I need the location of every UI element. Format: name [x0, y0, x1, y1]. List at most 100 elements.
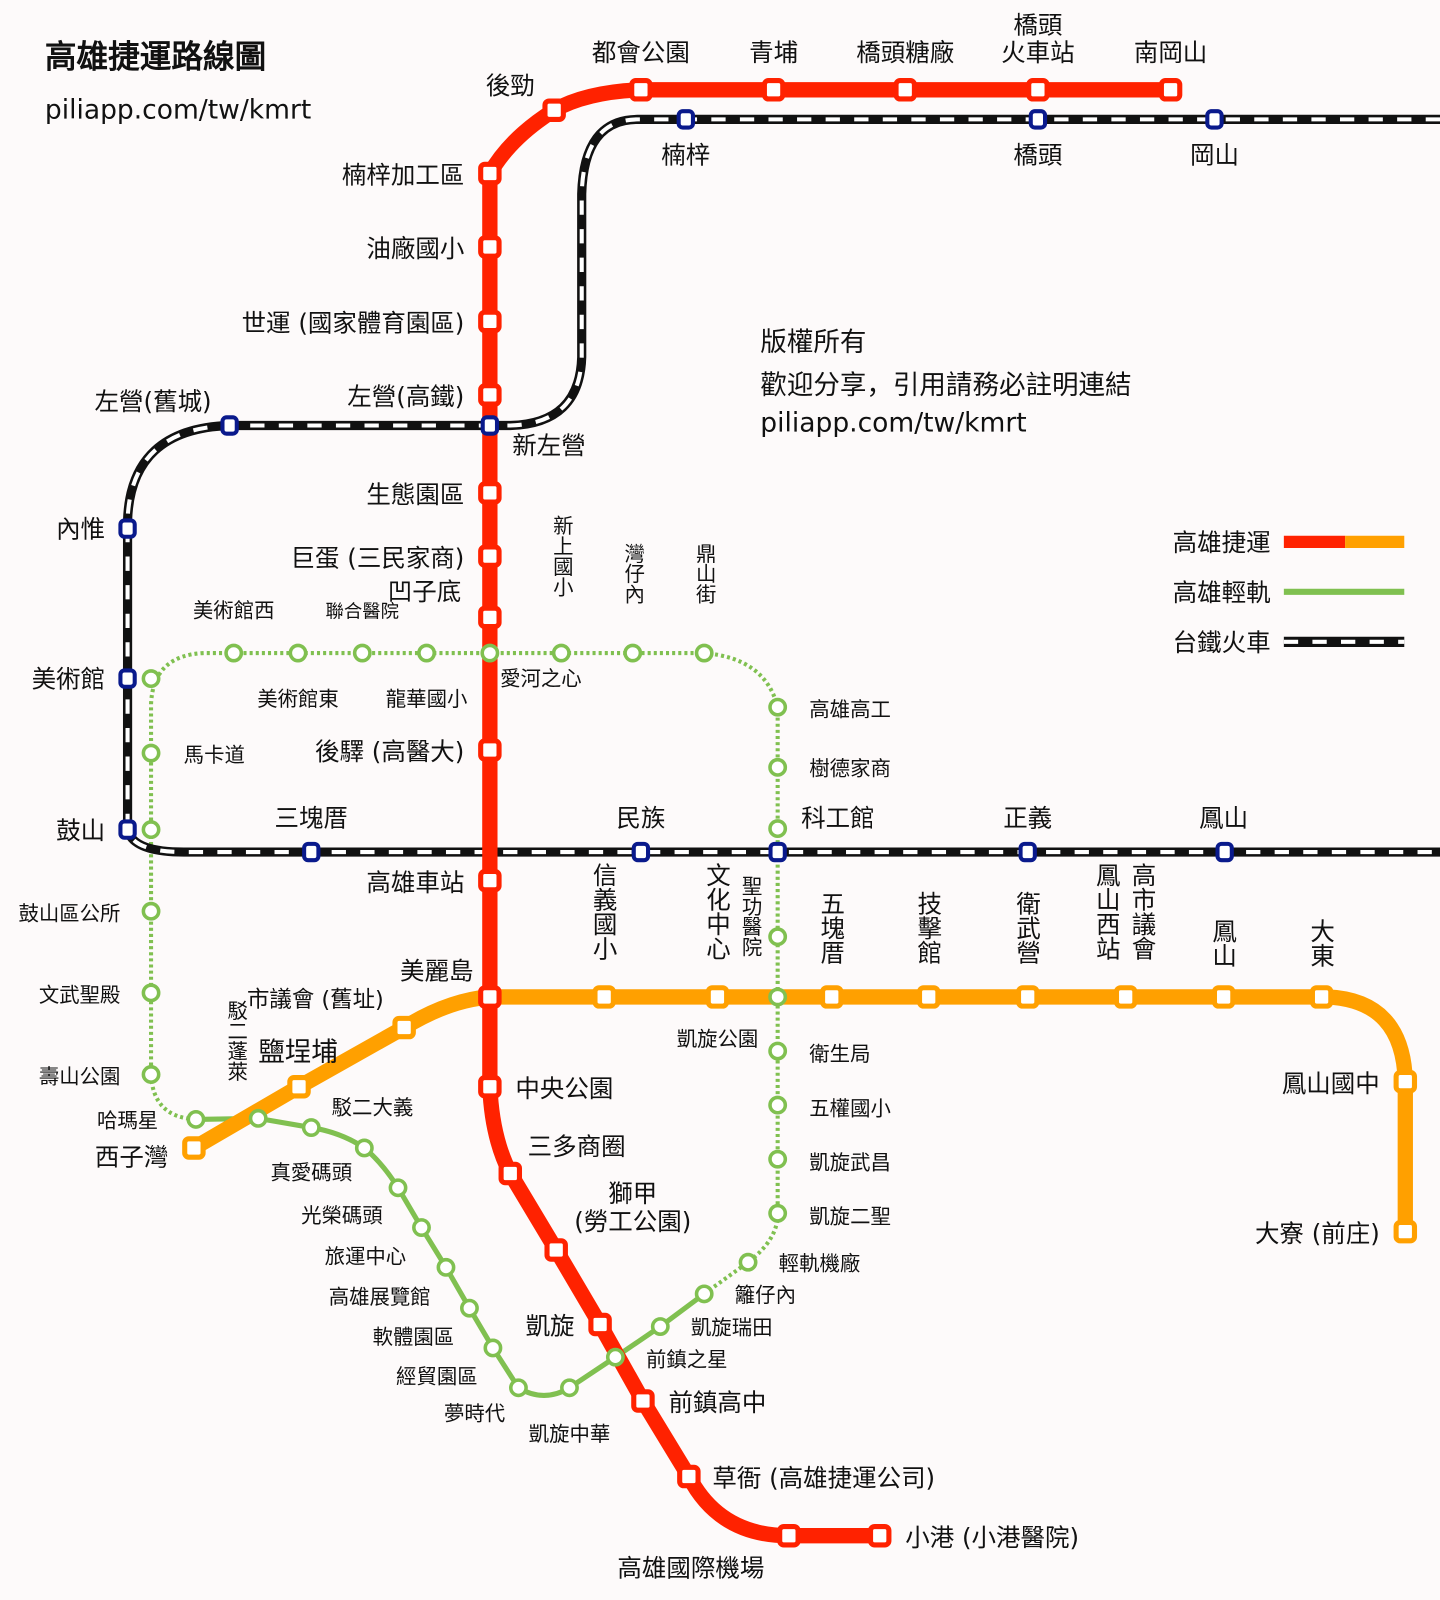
light-rail-station-marker[interactable] — [301, 1118, 321, 1137]
red-station-label[interactable]: 草衙 (高雄捷運公司) — [712, 1464, 935, 1493]
orange-station-label[interactable]: 衛武營 — [1013, 890, 1042, 964]
red-line-station-marker[interactable] — [1158, 78, 1183, 102]
lrt-station-label[interactable]: 光榮碼頭 — [301, 1203, 383, 1227]
red-line-station-marker[interactable] — [867, 1523, 892, 1548]
rail-station-marker[interactable] — [768, 841, 787, 863]
orange-station-label[interactable]: 鹽埕埔 — [258, 1037, 338, 1068]
orange-line-station-marker[interactable] — [592, 985, 616, 1009]
orange-line-station-marker[interactable] — [392, 1015, 416, 1040]
orange-line-station-marker[interactable] — [1309, 985, 1334, 1009]
light-rail-station-marker[interactable] — [560, 1378, 579, 1398]
lrt-station-label[interactable]: 凱旋瑞田 — [691, 1316, 773, 1340]
lrt-station-label[interactable]: 旅運中心 — [325, 1244, 407, 1268]
lrt-station-label[interactable]: 鼎山街 — [692, 543, 716, 604]
light-rail-station-marker[interactable] — [436, 1257, 456, 1277]
rail-station-marker[interactable] — [118, 668, 137, 689]
orange-line-station-marker[interactable] — [705, 985, 730, 1009]
orange-line-station-marker[interactable] — [1113, 985, 1138, 1009]
light-rail-station-marker[interactable] — [768, 757, 788, 777]
light-rail-station-marker[interactable] — [768, 1149, 788, 1169]
rail-station-label[interactable]: 美術館 — [32, 665, 105, 694]
red-station-label[interactable]: 橋頭火車站 — [1001, 12, 1075, 68]
orange-line-station-marker[interactable] — [916, 985, 941, 1009]
lrt-station-label[interactable]: 鼓山區公所 — [18, 901, 120, 925]
rail-station-marker[interactable] — [302, 841, 321, 863]
rail-station-label[interactable]: 鳳山 — [1199, 804, 1248, 833]
light-rail-station-marker[interactable] — [412, 1218, 431, 1237]
lrt-station-label[interactable]: 高雄高工 — [809, 697, 891, 721]
red-station-label[interactable]: 前鎮高中 — [668, 1388, 766, 1417]
orange-line-station-marker[interactable] — [182, 1136, 206, 1160]
light-rail-station-marker[interactable] — [768, 697, 788, 717]
red-line-station-marker[interactable] — [478, 738, 502, 762]
red-line-station-marker[interactable] — [478, 605, 502, 630]
lrt-station-label[interactable]: 新上國小 — [549, 515, 573, 597]
orange-station-label[interactable]: 鳳山西站 — [1093, 862, 1122, 960]
orange-station-label[interactable]: 大東 — [1307, 918, 1336, 967]
light-rail-station-marker[interactable] — [509, 1378, 528, 1398]
red-line-station-marker[interactable] — [478, 481, 502, 505]
red-line-station-marker[interactable] — [588, 1312, 612, 1337]
lrt-station-label[interactable]: 聖功醫院 — [738, 876, 762, 958]
light-rail-station-marker[interactable] — [141, 743, 161, 763]
light-rail-station-marker[interactable] — [186, 1109, 206, 1129]
light-rail-station-marker[interactable] — [141, 1065, 161, 1084]
light-rail-station-marker[interactable] — [768, 987, 788, 1007]
lrt-station-label[interactable]: 聯合醫院 — [326, 601, 399, 622]
light-rail-station-marker[interactable] — [768, 1203, 788, 1223]
red-station-label[interactable]: 楠梓加工區 — [342, 161, 464, 190]
lrt-station-label[interactable]: 龍華國小 — [386, 687, 468, 711]
red-station-label[interactable]: 美麗島 — [400, 957, 473, 986]
red-station-label[interactable]: 油廠國小 — [366, 234, 464, 263]
lrt-station-label[interactable]: 夢時代 — [444, 1401, 505, 1425]
orange-station-label[interactable]: 西子灣 — [95, 1142, 168, 1171]
red-line-station-marker[interactable] — [478, 161, 502, 186]
red-station-label[interactable]: 橋頭糖廠 — [856, 38, 954, 67]
rail-station-marker[interactable] — [1028, 109, 1048, 130]
orange-station-label[interactable]: 市議會 (舊址) — [247, 987, 384, 1013]
red-station-label[interactable]: 生態園區 — [366, 480, 464, 509]
light-rail-station-marker[interactable] — [483, 1338, 503, 1358]
red-station-label[interactable]: 都會公園 — [592, 38, 690, 67]
rail-station-label[interactable]: 橋頭 — [1013, 140, 1062, 169]
red-line-station-marker[interactable] — [478, 985, 502, 1009]
orange-station-label[interactable]: 高市議會 — [1129, 862, 1158, 960]
red-station-label[interactable]: 獅甲(勞工公園) — [574, 1179, 691, 1236]
rail-station-marker[interactable] — [631, 841, 651, 863]
light-rail-station-marker[interactable] — [768, 1095, 788, 1115]
orange-line-station-marker[interactable] — [1393, 1219, 1418, 1244]
rail-station-label[interactable]: 科工館 — [801, 804, 874, 833]
lrt-station-label[interactable]: 文武聖殿 — [39, 983, 121, 1007]
rail-station-label[interactable]: 楠梓 — [661, 140, 710, 169]
red-line-station-marker[interactable] — [542, 98, 566, 122]
rail-station-marker[interactable] — [220, 415, 239, 436]
lrt-station-label[interactable]: 真愛碼頭 — [271, 1161, 353, 1185]
red-line-station-marker[interactable] — [478, 235, 502, 259]
rail-station-label[interactable]: 正義 — [1003, 804, 1052, 833]
rail-station-label[interactable]: 岡山 — [1190, 140, 1239, 169]
lrt-station-label[interactable]: 經貿園區 — [396, 1365, 478, 1389]
lrt-station-label[interactable]: 凱旋武昌 — [809, 1150, 891, 1174]
red-line-station-marker[interactable] — [893, 78, 917, 102]
red-line-station-marker[interactable] — [544, 1238, 568, 1262]
orange-line-station-marker[interactable] — [1211, 985, 1236, 1009]
rail-station-label[interactable]: 新左營 — [512, 431, 585, 460]
light-rail-station-marker[interactable] — [141, 820, 161, 840]
orange-line-station-marker[interactable] — [1393, 1069, 1418, 1094]
rail-station-label[interactable]: 左營(舊城) — [95, 387, 212, 416]
light-rail-station-marker[interactable] — [288, 643, 308, 663]
red-line-station-marker[interactable] — [478, 868, 502, 893]
rail-station-marker[interactable] — [1205, 109, 1224, 130]
light-rail-station-marker[interactable] — [388, 1178, 408, 1198]
light-rail-station-marker[interactable] — [605, 1347, 625, 1367]
lrt-station-label[interactable]: 馬卡道 — [184, 743, 245, 767]
red-station-label[interactable]: 三多商圈 — [528, 1132, 626, 1161]
light-rail-station-marker[interactable] — [248, 1108, 268, 1128]
light-rail-station-marker[interactable] — [354, 1138, 374, 1158]
orange-station-label[interactable]: 文化中心 — [703, 862, 732, 960]
light-rail-station-marker[interactable] — [650, 1317, 670, 1336]
light-rail-station-marker[interactable] — [694, 1284, 714, 1304]
light-rail-station-marker[interactable] — [768, 927, 788, 947]
lrt-station-label[interactable]: 灣仔內 — [621, 543, 645, 604]
lrt-station-label[interactable]: 輕軌機廠 — [779, 1251, 861, 1275]
